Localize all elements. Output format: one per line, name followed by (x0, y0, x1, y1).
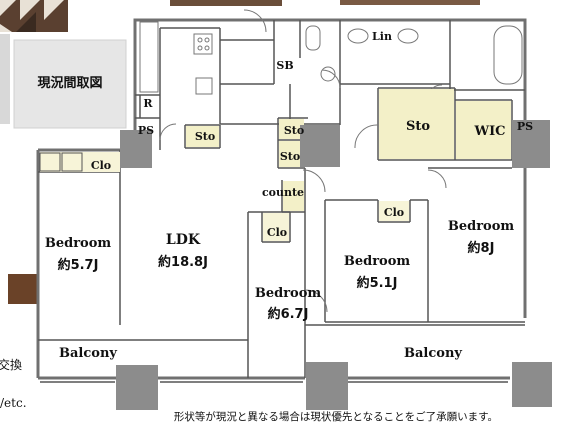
label-sto-kitchen: Sto (195, 130, 215, 143)
room-label-balcony-left: Balcony (59, 346, 117, 361)
room-label-ldk: LDK (166, 232, 201, 248)
wic-room (456, 101, 511, 159)
current-floor-plan-badge: 現況間取図 (13, 39, 127, 129)
photo-strip-top-center (170, 0, 282, 6)
room-label-bedroom-right: Bedroom (448, 219, 515, 234)
wash-basin-right (397, 28, 419, 44)
label-clo-mid: Clo (384, 206, 404, 219)
clo-mid-area (379, 201, 409, 221)
sto-large-room (379, 89, 454, 159)
etc-text: /etc. (0, 396, 27, 410)
kitchen-sink (195, 77, 213, 95)
sto-lower-room (279, 141, 304, 167)
label-counter: counte (262, 186, 304, 199)
label-ps-right: PS (517, 120, 533, 133)
interior-walls (38, 20, 525, 383)
room-label-bedroom-center: Bedroom (255, 286, 322, 301)
door-swings (159, 9, 447, 313)
washer (320, 66, 336, 82)
wash-basin-left (347, 28, 369, 44)
room-label-bedroom-mid: Bedroom (344, 254, 411, 269)
label-clo-center: Clo (267, 226, 287, 239)
room-label-wic: WIC (473, 124, 505, 139)
label-sto-upper: Sto (284, 124, 304, 137)
room-size-ldk: 約18.8J (158, 254, 208, 270)
room-label-bedroom-left: Bedroom (45, 236, 112, 251)
stove (193, 33, 213, 55)
kitchen-counter (139, 21, 159, 93)
label-r: R (143, 97, 153, 110)
footnote: 形状等が現況と異なる場合は現状優先となることをご了承願います。 (174, 410, 498, 423)
badge-label: 現況間取図 (37, 75, 102, 91)
label-lin: Lin (372, 30, 392, 43)
left-cut-text: 交換 (0, 357, 22, 372)
photo-strip-left-grey (0, 34, 10, 124)
label-ps-left: PS (138, 124, 154, 137)
room-label-sto-large: Sto (406, 119, 430, 134)
label-sto-lower: Sto (280, 150, 300, 163)
fixtures (139, 21, 523, 95)
room-size-bedroom-left: 約5.7J (58, 257, 99, 273)
photo-strip-left-wood (8, 274, 38, 304)
room-label-balcony-right: Balcony (404, 346, 462, 361)
toilet (305, 25, 321, 51)
counter-area (283, 181, 304, 211)
photo-strip-top-left (0, 0, 68, 32)
label-clo-left: Clo (91, 159, 111, 172)
room-size-bedroom-mid: 約5.1J (357, 275, 398, 291)
label-sb: SB (276, 59, 293, 72)
sto-kitchen-room (186, 126, 219, 147)
outer-walls (36, 18, 527, 380)
pillars (116, 120, 552, 410)
sto-upper-room (279, 119, 304, 139)
clo-center-area (263, 213, 289, 241)
bathtub (493, 25, 523, 85)
photo-strip-top-right (340, 0, 480, 5)
closet-dividers (39, 152, 83, 172)
room-size-bedroom-center: 約6.7J (268, 306, 309, 322)
room-size-bedroom-right: 約8J (468, 240, 495, 256)
